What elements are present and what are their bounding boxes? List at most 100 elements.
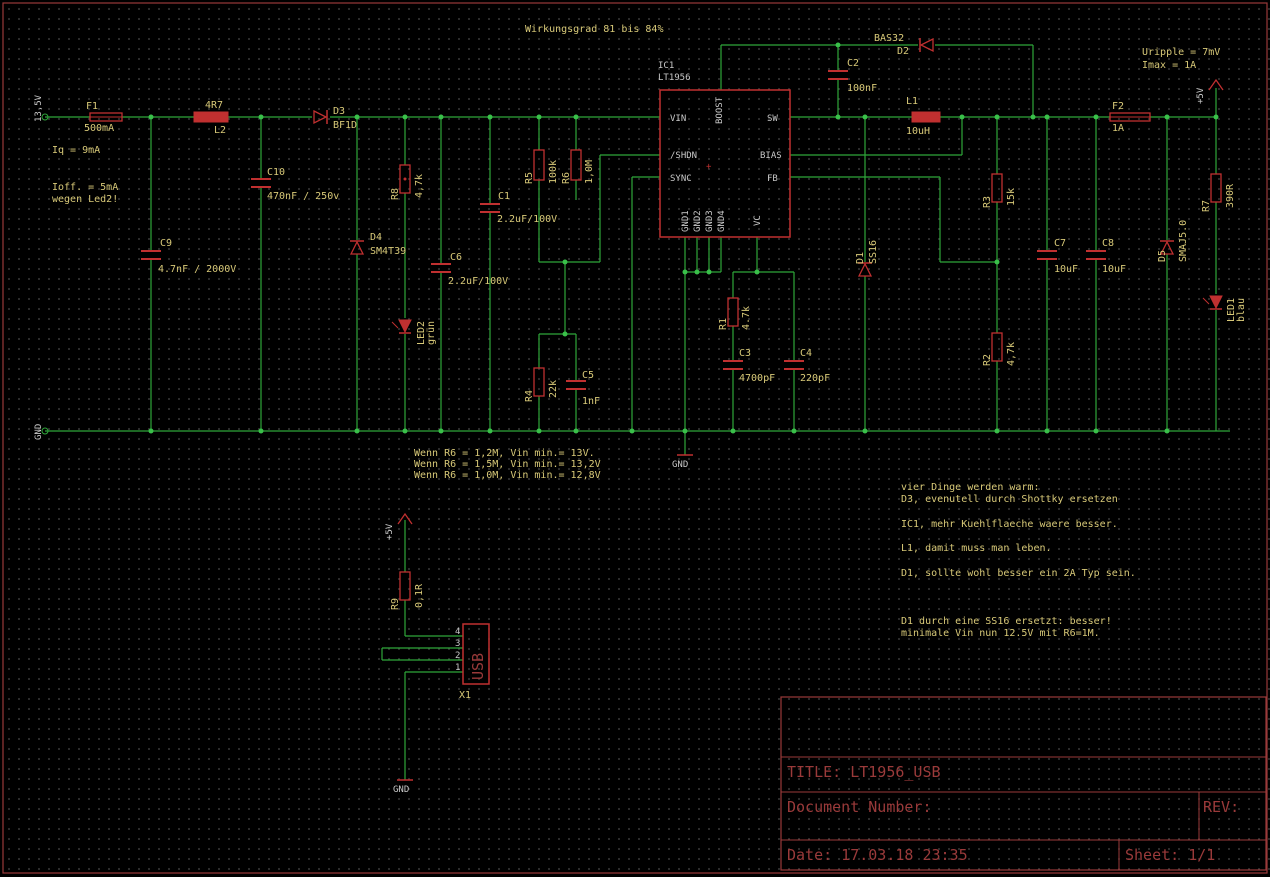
fuse-f2[interactable]: F2 1A: [1109, 101, 1151, 134]
plus5v-symbol: +5V: [1196, 78, 1224, 104]
svg-text:L1: L1: [906, 96, 918, 107]
svg-text:R8: R8: [390, 188, 401, 200]
capacitor-c10[interactable]: C10 470nF / 250v: [251, 167, 339, 202]
svg-text:1,0M: 1,0M: [584, 160, 595, 184]
note-ioff: Ioff. = 5mA: [52, 182, 118, 193]
capacitor-c5[interactable]: C5 1nF: [566, 370, 600, 407]
capacitor-c8[interactable]: C8 10uF: [1086, 238, 1126, 275]
led-led2[interactable]: LED2 grün: [391, 319, 437, 345]
svg-text:4700pF: 4700pF: [739, 373, 775, 384]
svg-text:C8: C8: [1102, 238, 1114, 249]
capacitor-c3[interactable]: C3 4700pF: [723, 348, 775, 384]
svg-text:BOOST: BOOST: [715, 96, 725, 124]
capacitor-c2[interactable]: C2 100nF: [828, 58, 877, 94]
svg-text:R6: R6: [561, 172, 572, 184]
svg-text:220pF: 220pF: [800, 373, 830, 384]
svg-text:22k: 22k: [548, 380, 559, 398]
svg-text:13,5V: 13,5V: [34, 94, 44, 122]
svg-text:3: 3: [455, 639, 460, 649]
svg-text:VIN: VIN: [670, 114, 686, 124]
gnd-terminal: GND: [34, 424, 49, 440]
svg-text:1: 1: [455, 663, 460, 673]
note-iq: Iq = 9mA: [52, 145, 100, 156]
resistor-r4[interactable]: R4 22k: [524, 367, 559, 402]
resistor-r5[interactable]: R5 100k: [524, 149, 559, 184]
svg-text:GND2: GND2: [693, 210, 703, 232]
fuse-f1[interactable]: F1 500mA: [84, 101, 123, 134]
diode-d3[interactable]: D3 BF1D: [313, 106, 357, 131]
capacitor-c9[interactable]: C9 4.7nF / 2000V: [141, 238, 236, 275]
svg-text:VC: VC: [753, 215, 763, 226]
svg-text:BF1D: BF1D: [333, 120, 357, 131]
svg-text:4.7k: 4.7k: [741, 306, 752, 330]
svg-text:+5V: +5V: [1196, 87, 1206, 104]
schottky-diode-d1[interactable]: D1 SS16: [855, 240, 879, 277]
svg-text:500mA: 500mA: [84, 123, 114, 134]
diode-d2[interactable]: BAS32 D2: [874, 33, 934, 57]
svg-text:L2: L2: [214, 125, 226, 136]
svg-text:GND3: GND3: [705, 210, 715, 232]
note-imax: Imax = 1A: [1142, 60, 1196, 71]
svg-text:10uF: 10uF: [1102, 264, 1126, 275]
title-block: TITLE: LT1956_USB Document Number: REV: …: [780, 696, 1267, 871]
svg-text:15k: 15k: [1006, 188, 1017, 206]
svg-text:4: 4: [455, 627, 460, 637]
resistor-r9[interactable]: R9 0,1R: [390, 571, 425, 610]
tvs-diode-d4[interactable]: D4 SM4T39: [349, 232, 406, 257]
svg-text:100k: 100k: [548, 160, 559, 184]
inductor-l1[interactable]: L1 10uH: [906, 96, 941, 137]
vin-terminal: 13,5V: [34, 94, 49, 122]
svg-text:D4: D4: [370, 232, 382, 243]
sheet-text: Sheet: 1/1: [1125, 846, 1215, 864]
svg-text:C6: C6: [450, 252, 462, 263]
capacitor-c4[interactable]: C4 220pF: [784, 348, 830, 384]
capacitor-c6[interactable]: C6 2.2uF/100V: [431, 252, 508, 287]
svg-text:R9: R9: [390, 598, 401, 610]
svg-text:blau: blau: [1236, 298, 1247, 322]
svg-text:C4: C4: [800, 348, 812, 359]
tvs-diode-d5[interactable]: D5 SMAJ5.0: [1157, 220, 1189, 262]
note-d1-ss16: D1 durch eine SS16 ersetzt: besser!: [901, 616, 1112, 627]
led-led1[interactable]: LED1 blau: [1202, 295, 1247, 322]
inductor-l2[interactable]: 4R7 L2: [193, 100, 229, 136]
note-warm-title: vier Dinge werden warm:: [901, 482, 1039, 493]
svg-text:IC1: IC1: [658, 61, 674, 71]
r6-note-2: Wenn R6 = 1,5M, Vin min.= 13,2V: [414, 459, 601, 470]
resistor-r3[interactable]: R3 15k: [982, 173, 1017, 208]
svg-text:1A: 1A: [1112, 123, 1124, 134]
junctions: [148, 42, 1219, 434]
usb-connector-x1[interactable]: USB 4 3 2 1 X1: [455, 623, 490, 701]
title-text: TITLE: LT1956_USB: [787, 763, 941, 781]
resistor-r1[interactable]: R1 4.7k: [718, 297, 752, 330]
capacitor-c7[interactable]: C7 10uF: [1037, 238, 1078, 275]
svg-text:R7: R7: [1201, 200, 1212, 212]
svg-text:C1: C1: [498, 191, 510, 202]
svg-text:C10: C10: [267, 167, 285, 178]
svg-text:GND: GND: [393, 785, 409, 795]
svg-text:R1: R1: [718, 318, 729, 330]
r6-note-1: Wenn R6 = 1,2M, Vin min.= 13V.: [414, 448, 595, 459]
svg-text:10uF: 10uF: [1054, 264, 1078, 275]
svg-text:/SHDN: /SHDN: [670, 151, 697, 161]
svg-text:GND: GND: [672, 460, 688, 470]
svg-text:C2: C2: [847, 58, 859, 69]
svg-text:GND: GND: [34, 424, 44, 440]
svg-text:LED1: LED1: [1226, 298, 1237, 322]
resistor-r7[interactable]: R7 390R: [1201, 173, 1236, 212]
capacitor-c1[interactable]: C1 2.2uF/100V: [480, 191, 557, 225]
svg-text:F2: F2: [1112, 101, 1124, 112]
svg-text:X1: X1: [459, 690, 471, 701]
svg-text:10uH: 10uH: [906, 126, 930, 137]
svg-text:C7: C7: [1054, 238, 1066, 249]
svg-text:GND4: GND4: [717, 210, 727, 232]
svg-text:+: +: [706, 162, 712, 172]
resistor-r2[interactable]: R2 4,7k: [982, 332, 1017, 366]
svg-text:BIAS: BIAS: [760, 151, 782, 161]
svg-text:USB: USB: [469, 653, 487, 680]
ic-lt1956[interactable]: IC1 LT1956 VIN BOOST SW /SHDN BIAS SYNC …: [658, 61, 791, 238]
resistor-r6[interactable]: R6 1,0M: [561, 149, 595, 184]
resistor-r8[interactable]: R8 4,7k: [390, 164, 425, 200]
note-led2: wegen Led2!: [52, 194, 118, 205]
svg-text:2.2uF/100V: 2.2uF/100V: [448, 276, 508, 287]
